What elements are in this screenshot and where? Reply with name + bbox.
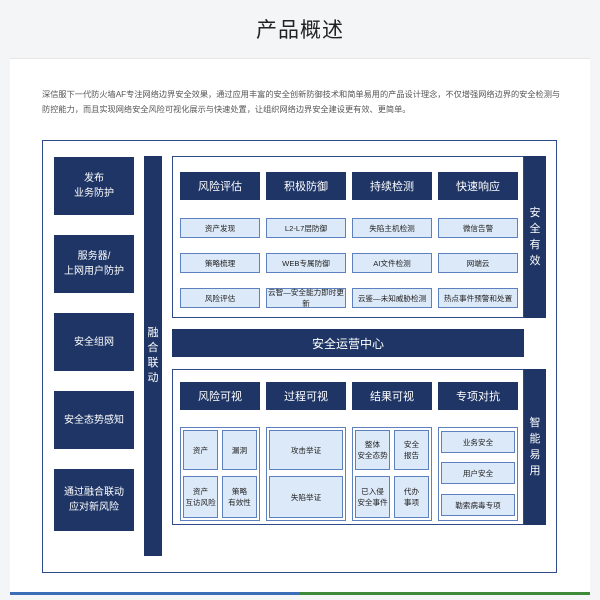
header-special-defense: 专项对抗: [438, 382, 518, 410]
item-todo: 代办 事项: [394, 476, 429, 518]
page-title: 产品概述: [256, 19, 344, 42]
item-intrusion-event: 已入侵 安全事件: [355, 476, 390, 518]
effective-label: 安全有效: [529, 207, 541, 267]
item-asset: 资产: [183, 430, 218, 470]
intro-text: 深信服下一代防火墙AF专注网络边界安全效果，通过应用丰富的安全创新防御技术和简单…: [42, 90, 561, 114]
item-compromise-evidence: 失陷举证: [269, 476, 343, 518]
header-risk-assess: 风险评估: [180, 172, 260, 200]
left-item-label: 发布 业务防护: [74, 173, 114, 199]
accent-line-blue: [10, 592, 300, 595]
item-attack-evidence: 攻击举证: [269, 430, 343, 470]
item-security-report: 安全 报告: [394, 430, 429, 470]
item-ai-file: AI文件检测: [352, 253, 432, 273]
accent-line-green: [300, 592, 590, 595]
easy-label: 智能易用: [529, 417, 541, 477]
header-risk-visible: 风险可视: [180, 382, 260, 410]
item-hot-event: 热点事件预警和处置: [438, 288, 518, 308]
item-compromised-host: 失陷主机检测: [352, 218, 432, 238]
item-vulnerability: 漏洞: [222, 430, 257, 470]
item-wechat-alert: 微信告警: [438, 218, 518, 238]
left-item-label: 通过融合联动 应对新风险: [64, 487, 124, 513]
header-active-defense: 积极防御: [266, 172, 346, 200]
item-business-security: 业务安全: [441, 431, 515, 453]
left-item-label: 安全态势感知: [64, 414, 124, 426]
soc-bar: 安全运营中心: [172, 329, 524, 357]
left-item-label: 安全组网: [74, 336, 114, 348]
item-cloud-update: 云智—安全能力即时更新: [266, 288, 346, 308]
header-continuous-detect: 持续检测: [352, 172, 432, 200]
item-overall-situation: 整体 安全态势: [355, 430, 390, 470]
left-item-fusion: 通过融合联动 应对新风险: [54, 469, 134, 531]
item-policy-effectiveness: 策略 有效性: [222, 476, 257, 518]
left-item-label: 服务器/ 上网用户防护: [64, 251, 124, 277]
item-web-defense: WEB专属防御: [266, 253, 346, 273]
left-item-situation: 安全态势感知: [54, 391, 134, 449]
item-risk-assess: 风险评估: [180, 288, 260, 308]
left-item-publish: 发布 业务防护: [54, 157, 134, 215]
effective-sidebar: 安全有效: [524, 156, 546, 318]
header-result-visible: 结果可视: [352, 382, 432, 410]
header-process-visible: 过程可视: [266, 382, 346, 410]
item-policy-review: 策略梳理: [180, 253, 260, 273]
item-user-security: 用户安全: [441, 462, 515, 484]
easy-sidebar: 智能易用: [524, 369, 546, 525]
item-net-end-cloud: 网端云: [438, 253, 518, 273]
header-fast-response: 快速响应: [438, 172, 518, 200]
item-l2-l7-defense: L2-L7层防御: [266, 218, 346, 238]
item-asset-discovery: 资产发现: [180, 218, 260, 238]
left-item-server: 服务器/ 上网用户防护: [54, 235, 134, 293]
item-asset-access-risk: 资产 互访风险: [183, 476, 218, 518]
fusion-bar: 融合联动: [144, 156, 162, 556]
left-item-network: 安全组网: [54, 313, 134, 371]
item-ransomware: 勒索病毒专项: [441, 494, 515, 516]
fusion-label: 融合联动: [147, 327, 159, 384]
item-unknown-threat: 云鉴—未知威胁检测: [352, 288, 432, 308]
